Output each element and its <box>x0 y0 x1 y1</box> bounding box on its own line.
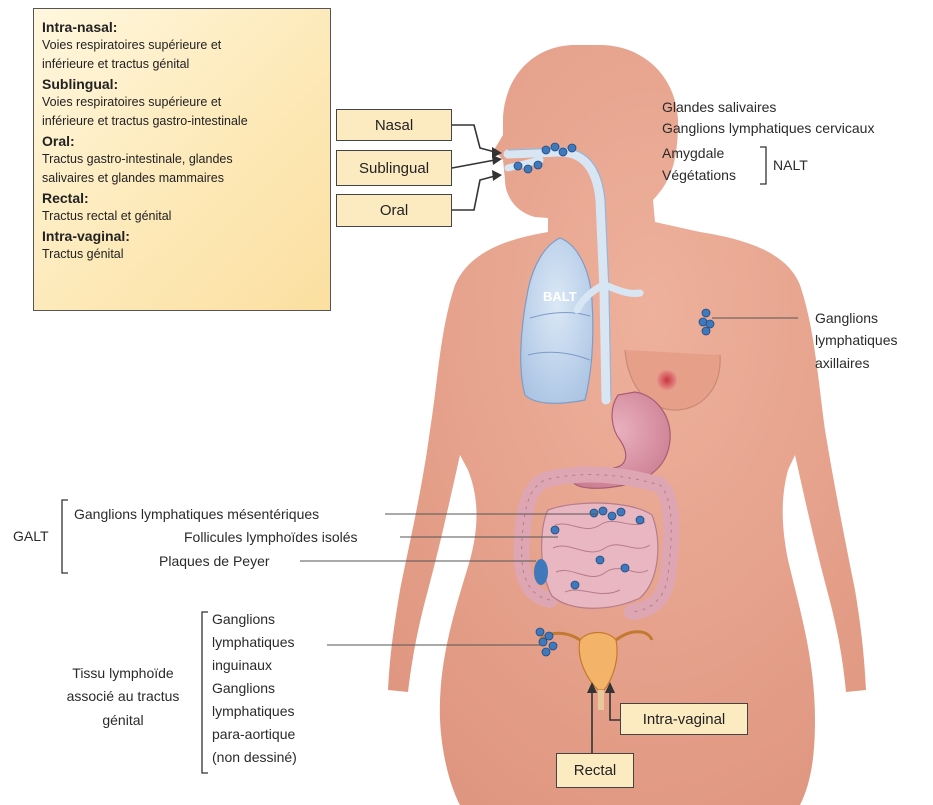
legend-heading-rectal: Rectal: <box>42 189 322 207</box>
label-adenoids: Végétations <box>662 165 736 186</box>
label-genital-node-5: lymphatiques <box>212 701 295 722</box>
legend-text: Tractus rectal et génital <box>42 207 322 226</box>
label-genital-tissue-2: associé au tractus <box>58 686 188 707</box>
legend-text: Voies respiratoires supérieure et <box>42 93 322 112</box>
legend-text: salivaires et glandes mammaires <box>42 169 322 188</box>
label-axillary-3: axillaires <box>815 353 869 374</box>
label-cervical-nodes: Ganglions lymphatiques cervicaux <box>662 118 874 139</box>
legend-text: Voies respiratoires supérieure et <box>42 36 322 55</box>
nipple <box>657 370 677 390</box>
label-peyer-patches: Plaques de Peyer <box>159 551 270 572</box>
label-genital-node-7: (non dessiné) <box>212 747 297 768</box>
arrow-head-oral <box>492 170 502 181</box>
route-legend: Intra-nasal: Voies respiratoires supérie… <box>33 8 331 311</box>
label-galt: GALT <box>13 526 49 547</box>
label-genital-node-4: Ganglions <box>212 678 275 699</box>
label-salivary-glands: Glandes salivaires <box>662 97 776 118</box>
legend-heading-sublingual: Sublingual: <box>42 75 322 93</box>
label-genital-node-6: para-aortique <box>212 724 295 745</box>
legend-heading-intravaginal: Intra-vaginal: <box>42 227 322 245</box>
route-box-sublingual: Sublingual <box>336 150 452 186</box>
legend-text: inférieure et tractus génital <box>42 55 322 74</box>
peyer-patch <box>534 559 548 585</box>
label-axillary-2: lymphatiques <box>815 330 898 351</box>
route-box-rectal: Rectal <box>556 753 634 788</box>
label-isolated-follicles: Follicules lymphoïdes isolés <box>184 527 358 548</box>
legend-heading-oral: Oral: <box>42 132 322 150</box>
route-box-nasal: Nasal <box>336 109 452 141</box>
label-nalt: NALT <box>773 155 808 176</box>
legend-text: Tractus gastro-intestinale, glandes <box>42 150 322 169</box>
legend-text: Tractus génital <box>42 245 322 264</box>
legend-heading-intranasal: Intra-nasal: <box>42 18 322 36</box>
label-genital-node-3: inguinaux <box>212 655 272 676</box>
label-axillary-1: Ganglions <box>815 308 878 329</box>
label-mesenteric-nodes: Ganglions lymphatiques mésentériques <box>74 504 319 525</box>
route-box-intravaginal: Intra-vaginal <box>620 703 748 735</box>
label-genital-tissue-1: Tissu lymphoïde <box>58 663 188 684</box>
label-tonsil: Amygdale <box>662 143 724 164</box>
label-balt: BALT <box>543 286 577 307</box>
legend-text: inférieure et tractus gastro-intestinale <box>42 112 322 131</box>
route-box-oral: Oral <box>336 194 452 227</box>
label-genital-node-1: Ganglions <box>212 609 275 630</box>
label-genital-node-2: lymphatiques <box>212 632 295 653</box>
label-genital-tissue-3: génital <box>58 710 188 731</box>
